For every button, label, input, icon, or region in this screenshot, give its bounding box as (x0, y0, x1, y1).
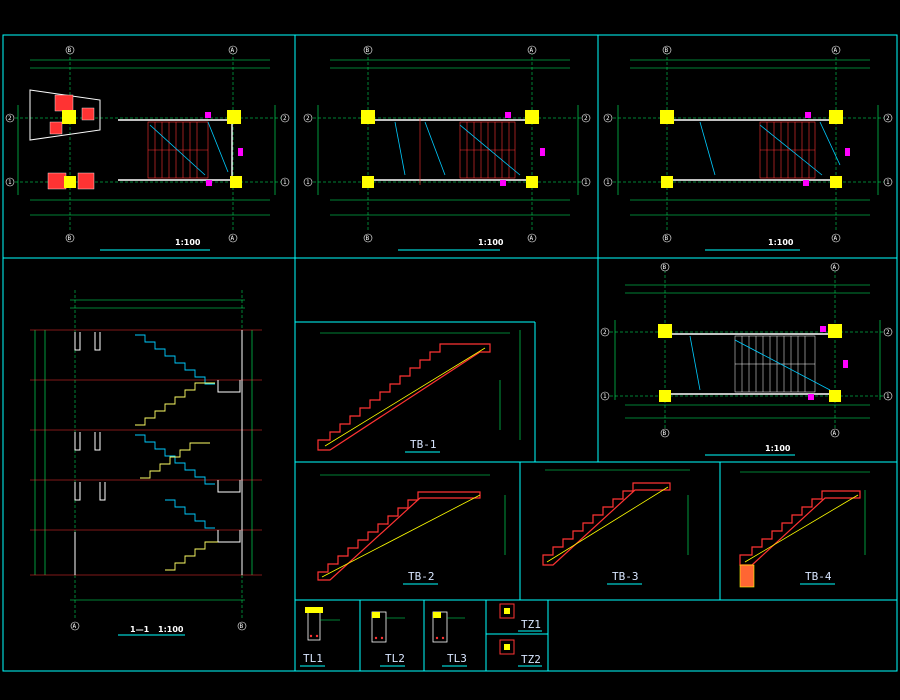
beam-detail-tl1: TL1 (300, 607, 340, 667)
axis-bubble-a: A (833, 264, 837, 271)
axis-bubble-a: A (530, 47, 534, 54)
beam-detail-tl3: TL3 (432, 611, 467, 667)
axis-bubble-1: 1 (584, 179, 588, 186)
beam-detail-tl2: TL2 (371, 611, 405, 667)
axis-bubble-2: 2 (886, 115, 890, 122)
axis-bubble-b: B (68, 47, 72, 54)
section-1-1: A B 1—1 1:100 (30, 290, 262, 636)
section-scale: 1:100 (158, 625, 184, 634)
stair-slab-tb1: TB-1 (317, 330, 521, 453)
stair-slab-tb2: TB-2 (317, 474, 506, 585)
axis-bubble-a: A (834, 47, 838, 54)
axis-bubble-1: 1 (8, 179, 12, 186)
stair-slab-tb4: TB-4 (739, 471, 870, 588)
axis-bubble-a: A (530, 235, 534, 242)
axis-bubble-b: B (663, 430, 667, 437)
plan-scale: 1:100 (765, 444, 791, 453)
stair-slab-tb3: TB-3 (542, 469, 690, 585)
axis-bubble-2: 2 (584, 115, 588, 122)
axis-bubble-b: B (665, 235, 669, 242)
tl1-label: TL1 (303, 652, 323, 665)
axis-bubble-b: B (665, 47, 669, 54)
axis-bubble-2: 2 (283, 115, 287, 122)
axis-bubble-1: 1 (283, 179, 287, 186)
plan-scale: 1:100 (175, 238, 201, 247)
tl2-label: TL2 (385, 652, 405, 665)
plan-ground-floor: B A B A 2 1 2 1 1:100 (5, 45, 290, 251)
axis-bubble-b: B (240, 623, 244, 630)
axis-bubble-1: 1 (886, 393, 890, 400)
tz2-label: TZ2 (521, 653, 541, 666)
tb3-label: TB-3 (612, 570, 639, 583)
axis-bubble-2: 2 (8, 115, 12, 122)
axis-bubble-b: B (366, 47, 370, 54)
plan-scale: 1:100 (768, 238, 794, 247)
axis-bubble-1: 1 (603, 393, 607, 400)
section-label: 1—1 (130, 625, 150, 634)
axis-bubble-a: A (833, 430, 837, 437)
plan-second-floor: B A B A 2 1 2 1 1:100 (603, 45, 893, 251)
axis-bubble-a: A (834, 235, 838, 242)
axis-bubble-2: 2 (606, 115, 610, 122)
axis-bubble-a: A (73, 623, 77, 630)
axis-bubble-a: A (231, 47, 235, 54)
tb2-label: TB-2 (408, 570, 435, 583)
plan-scale: 1:100 (478, 238, 504, 247)
viewport-frames (2, 34, 898, 672)
axis-bubble-a: A (231, 235, 235, 242)
plan-top-floor: B A B A 2 1 2 1 1:100 (600, 262, 893, 456)
column-detail-tz1: TZ1 (499, 603, 542, 632)
tb4-label: TB-4 (805, 570, 832, 583)
tz1-label: TZ1 (521, 618, 541, 631)
axis-bubble-b: B (68, 235, 72, 242)
axis-bubble-b: B (366, 235, 370, 242)
axis-bubble-2: 2 (306, 115, 310, 122)
column-detail-tz2: TZ2 (499, 639, 542, 667)
axis-bubble-b: B (663, 264, 667, 271)
tb1-label: TB-1 (410, 438, 437, 451)
axis-bubble-1: 1 (306, 179, 310, 186)
axis-bubble-2: 2 (886, 329, 890, 336)
axis-bubble-1: 1 (606, 179, 610, 186)
plan-ground-mezzanine: B A B A 2 1 2 1 1:100 (303, 45, 591, 251)
tl3-label: TL3 (447, 652, 467, 665)
axis-bubble-2: 2 (603, 329, 607, 336)
axis-bubble-1: 1 (886, 179, 890, 186)
